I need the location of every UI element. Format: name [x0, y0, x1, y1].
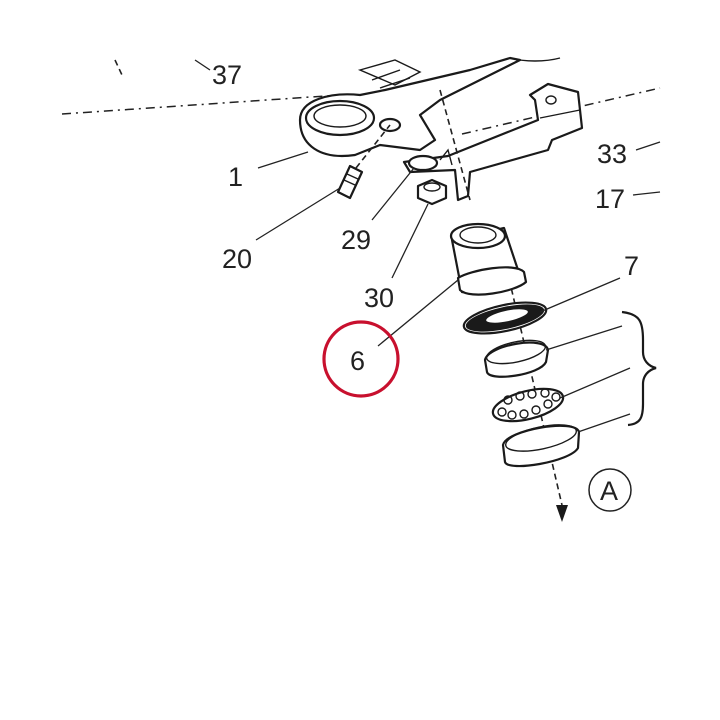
label-a: A	[600, 476, 618, 506]
hidden-line-37	[114, 59, 123, 76]
direction-arrow	[556, 505, 568, 522]
label-1: 1	[228, 162, 243, 192]
label-6: 6	[350, 346, 365, 376]
leader-race-lower	[577, 413, 631, 433]
washer-29	[407, 154, 439, 172]
leader-20	[255, 187, 341, 241]
label-20: 20	[222, 244, 252, 274]
label-17: 17	[595, 184, 625, 214]
highlight-circle	[322, 320, 400, 398]
screw-20	[336, 164, 364, 200]
leader-7	[539, 277, 621, 313]
nut-30	[416, 178, 448, 206]
label-37: 37	[212, 60, 242, 90]
headlight-bracket	[402, 82, 584, 202]
leader-30	[391, 203, 429, 279]
leader-33	[635, 141, 661, 151]
leader-17	[632, 191, 661, 196]
leader-cage	[559, 367, 631, 399]
leader-37	[194, 59, 211, 71]
label-33: 33	[597, 139, 627, 169]
sleeve-6	[449, 222, 528, 296]
leader-6	[377, 279, 459, 347]
label-29: 29	[341, 225, 371, 255]
group-brace	[621, 310, 657, 427]
view-a-circle	[588, 468, 632, 512]
screw-axis-20	[355, 124, 391, 169]
upper-triple-clamp	[298, 56, 561, 158]
seal-ring-7	[462, 301, 548, 335]
steering-axis	[439, 89, 471, 201]
lower-race	[501, 424, 581, 468]
center-axis-line	[61, 94, 341, 115]
ball-cage	[491, 387, 565, 423]
leader-1	[257, 151, 309, 169]
upper-race	[483, 339, 550, 378]
label-7: 7	[624, 251, 639, 281]
center-axis-line-right	[461, 87, 661, 135]
leader-race-upper	[545, 325, 623, 351]
leader-29	[371, 167, 415, 221]
label-30: 30	[364, 283, 394, 313]
